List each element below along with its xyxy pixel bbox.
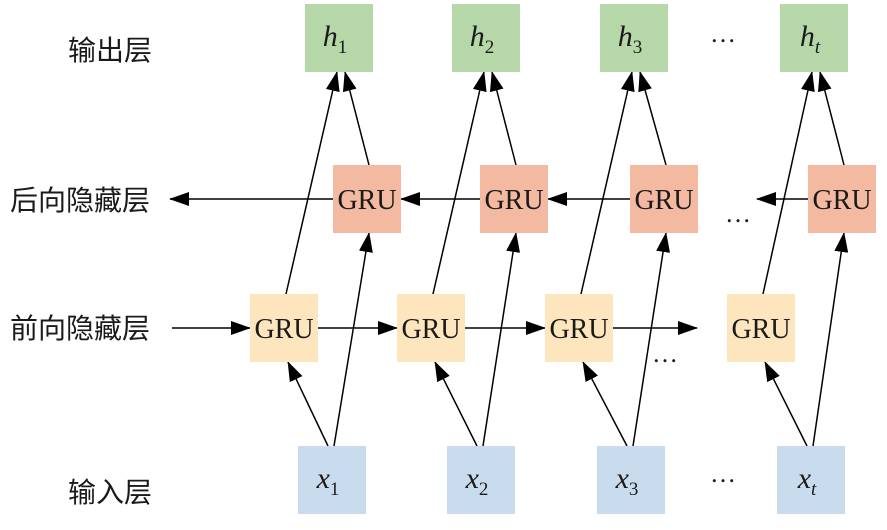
output-box-2 — [452, 4, 520, 72]
arrow-input-to-forward-1 — [287, 361, 329, 447]
output-label-4: ht — [800, 20, 821, 58]
arrow-backward-to-output-3 — [638, 71, 667, 166]
input-layer-label: 输入层 — [68, 476, 152, 509]
arrow-backward-to-output-1 — [342, 71, 370, 166]
forward-gru-box-4 — [727, 294, 795, 362]
input-box-2 — [447, 446, 515, 514]
forward-gru-box-1 — [250, 294, 318, 362]
arrow-forward-to-output-3 — [580, 71, 635, 295]
arrow-input-to-backward-4 — [812, 232, 849, 447]
backward-layer-label: 后向隐藏层 — [10, 184, 150, 217]
input-box-1 — [298, 446, 366, 514]
backward-gru-label-3: GRU — [634, 185, 693, 216]
arrow-backward-to-output-2 — [489, 71, 517, 166]
forward-layer-label: 前向隐藏层 — [10, 312, 150, 345]
backward-gru-label-2: GRU — [484, 185, 543, 216]
input-label-1: x1 — [316, 462, 340, 500]
arrow-input-to-backward-3 — [632, 232, 671, 447]
output-box-4 — [780, 4, 848, 72]
arrow-input-to-forward-4 — [764, 361, 808, 447]
output-box-1 — [305, 4, 373, 72]
arrow-forward-to-output-2 — [432, 71, 487, 295]
output-ellipsis: … — [710, 19, 736, 48]
output-box-3 — [600, 4, 668, 72]
arrow-backward-to-output-4 — [817, 71, 845, 166]
output-label-2: h2 — [470, 20, 495, 58]
forward-gru-box-3 — [545, 294, 613, 362]
input-label-2: x2 — [465, 462, 489, 500]
output-label-1: h1 — [323, 20, 348, 58]
input-box-4 — [777, 446, 845, 514]
input-box-3 — [597, 446, 665, 514]
backward-gru-box-4 — [808, 165, 876, 233]
output-label-3: h3 — [618, 20, 643, 58]
arrow-input-to-backward-1 — [333, 232, 373, 447]
backward-gru-label-4: GRU — [812, 185, 871, 216]
forward-ellipsis: … — [652, 339, 678, 368]
forward-gru-label-1: GRU — [254, 314, 313, 345]
backward-gru-box-2 — [480, 165, 548, 233]
arrow-input-to-forward-2 — [434, 361, 478, 447]
input-ellipsis: … — [710, 459, 736, 488]
arrow-forward-to-output-1 — [285, 71, 340, 295]
arrow-forward-to-output-4 — [762, 71, 815, 295]
backward-gru-box-1 — [333, 165, 401, 233]
forward-gru-label-3: GRU — [549, 314, 608, 345]
forward-gru-label-2: GRU — [401, 314, 460, 345]
forward-gru-label-4: GRU — [731, 314, 790, 345]
arrow-input-to-backward-2 — [482, 232, 521, 447]
backward-gru-label-1: GRU — [337, 185, 396, 216]
input-label-3: x3 — [615, 462, 639, 500]
connections — [169, 71, 849, 447]
backward-gru-box-3 — [630, 165, 698, 233]
forward-gru-box-2 — [397, 294, 465, 362]
output-layer-label: 输出层 — [68, 34, 152, 67]
backward-ellipsis: … — [725, 199, 751, 228]
arrow-input-to-forward-3 — [582, 361, 628, 447]
input-label-4: xt — [797, 462, 817, 500]
